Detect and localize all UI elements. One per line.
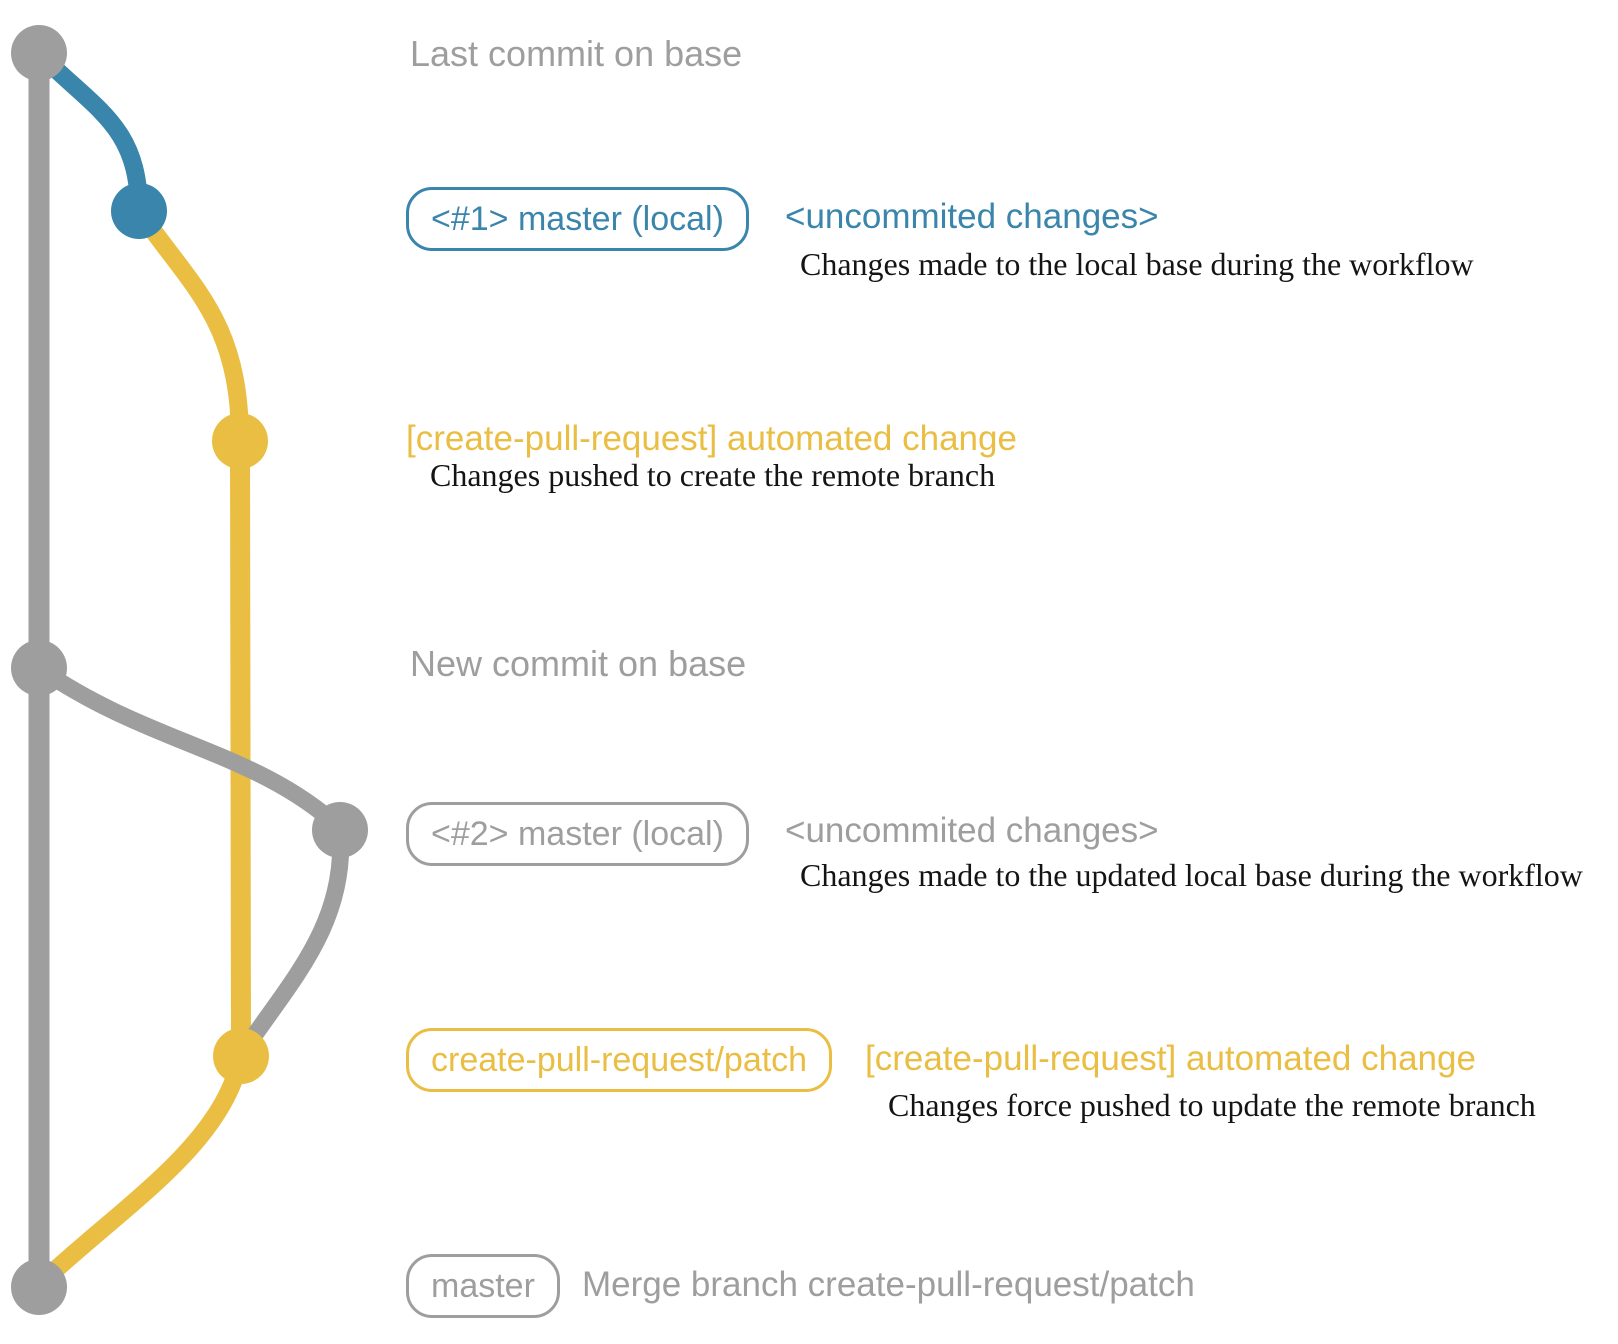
commit-dot-new-commit-on-base [11,640,67,696]
commit-dot-merge-commit [11,1259,67,1315]
commit-message-merge-branch: Merge branch create-pull-request/patch [582,1265,1195,1304]
caption-local-changes-2: Changes made to the updated local base d… [800,857,1583,893]
commit-dot-remote-branch-commit-1 [212,413,268,469]
local-branch-curve-1 [30,44,148,220]
commit-message-automated-change-1: [create-pull-request] automated change [406,419,1017,458]
commit-dot-local-commit-1 [111,183,167,239]
branch-graph [11,25,368,1315]
caption-local-changes-1: Changes made to the local base during th… [800,246,1474,282]
branch-badge-master-local-1: <#1> master (local) [406,187,749,251]
branch-badge-master: master [406,1254,560,1318]
label-new-commit-on-base: New commit on base [410,643,747,684]
caption-push-remote-branch: Changes pushed to create the remote bran… [430,457,996,493]
commit-message-uncommitted-1: <uncommited changes> [785,197,1159,236]
commit-message-uncommitted-2: <uncommited changes> [785,811,1159,850]
merge-curve [33,1047,250,1291]
commit-dot-remote-branch-commit-2 [213,1028,269,1084]
branch-badge-create-pull-request-patch: create-pull-request/patch [406,1028,833,1092]
local-branch-curve-2 [30,659,349,837]
caption-force-push-remote-branch: Changes force pushed to update the remot… [888,1087,1536,1123]
remote-branch-line [230,440,251,1057]
force-push-curve [234,821,350,1061]
commit-message-automated-change-2: [create-pull-request] automated change [865,1039,1476,1078]
label-last-commit-on-base: Last commit on base [410,33,743,74]
commit-dot-local-commit-2 [312,802,368,858]
branch-badge-master-local-2: <#2> master (local) [406,802,749,866]
commit-dot-last-commit-on-base [11,25,67,81]
remote-branch-curve-1 [130,202,249,450]
